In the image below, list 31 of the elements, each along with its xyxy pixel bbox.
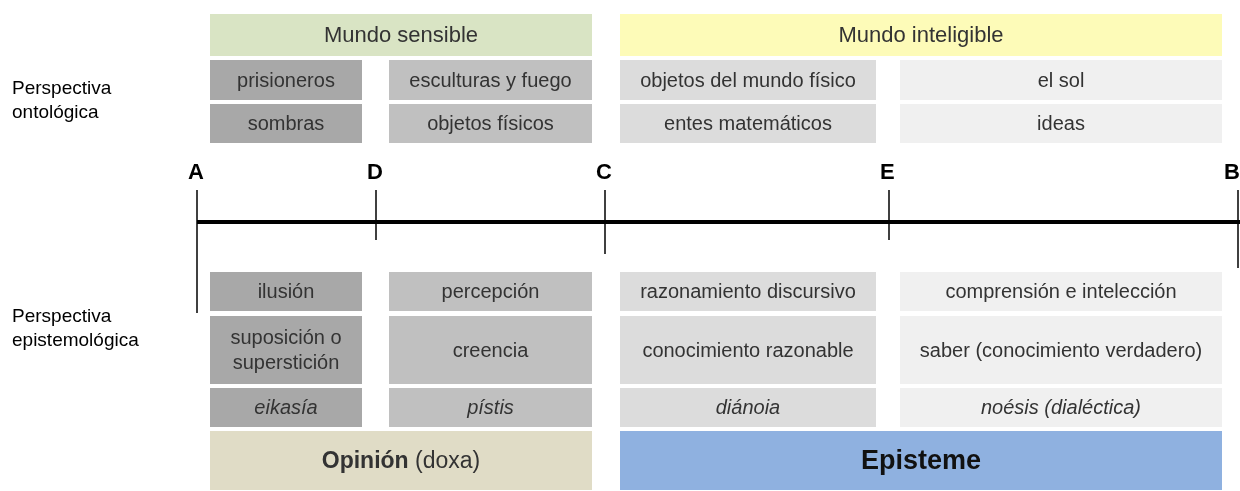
table-cell: el sol [900, 60, 1222, 100]
table-cell: noésis (dialéctica) [900, 388, 1222, 427]
table-cell: pístis [389, 388, 592, 427]
table-cell: creencia [389, 316, 592, 384]
point-label: C [596, 158, 612, 186]
row-label: Perspectiva epistemológica [12, 304, 140, 352]
table-cell: percepción [389, 272, 592, 311]
table-cell: esculturas y fuego [389, 60, 592, 100]
table-cell: razonamiento discursivo [620, 272, 876, 311]
table-cell: ilusión [210, 272, 362, 311]
table-cell: objetos físicos [389, 104, 592, 143]
table-cell: eikasía [210, 388, 362, 427]
point-label: D [367, 158, 383, 186]
header-band: Mundo inteligible [620, 14, 1222, 56]
point-label: B [1224, 158, 1240, 186]
category-band: Opinión (doxa) [210, 431, 592, 490]
table-cell: ideas [900, 104, 1222, 143]
table-cell: objetos del mundo físico [620, 60, 876, 100]
point-label: E [880, 158, 895, 186]
table-cell: comprensión e intelección [900, 272, 1222, 311]
point-label: A [188, 158, 204, 186]
category-band: Episteme [620, 431, 1222, 490]
table-cell: suposición o superstición [210, 316, 362, 384]
header-band: Mundo sensible [210, 14, 592, 56]
table-cell: diánoia [620, 388, 876, 427]
table-cell: saber (conocimiento verdadero) [900, 316, 1222, 384]
table-cell: prisioneros [210, 60, 362, 100]
table-cell: sombras [210, 104, 362, 143]
table-cell: entes matemáticos [620, 104, 876, 143]
table-cell: conocimiento razonable [620, 316, 876, 384]
row-label: Perspectiva ontológica [12, 76, 113, 124]
